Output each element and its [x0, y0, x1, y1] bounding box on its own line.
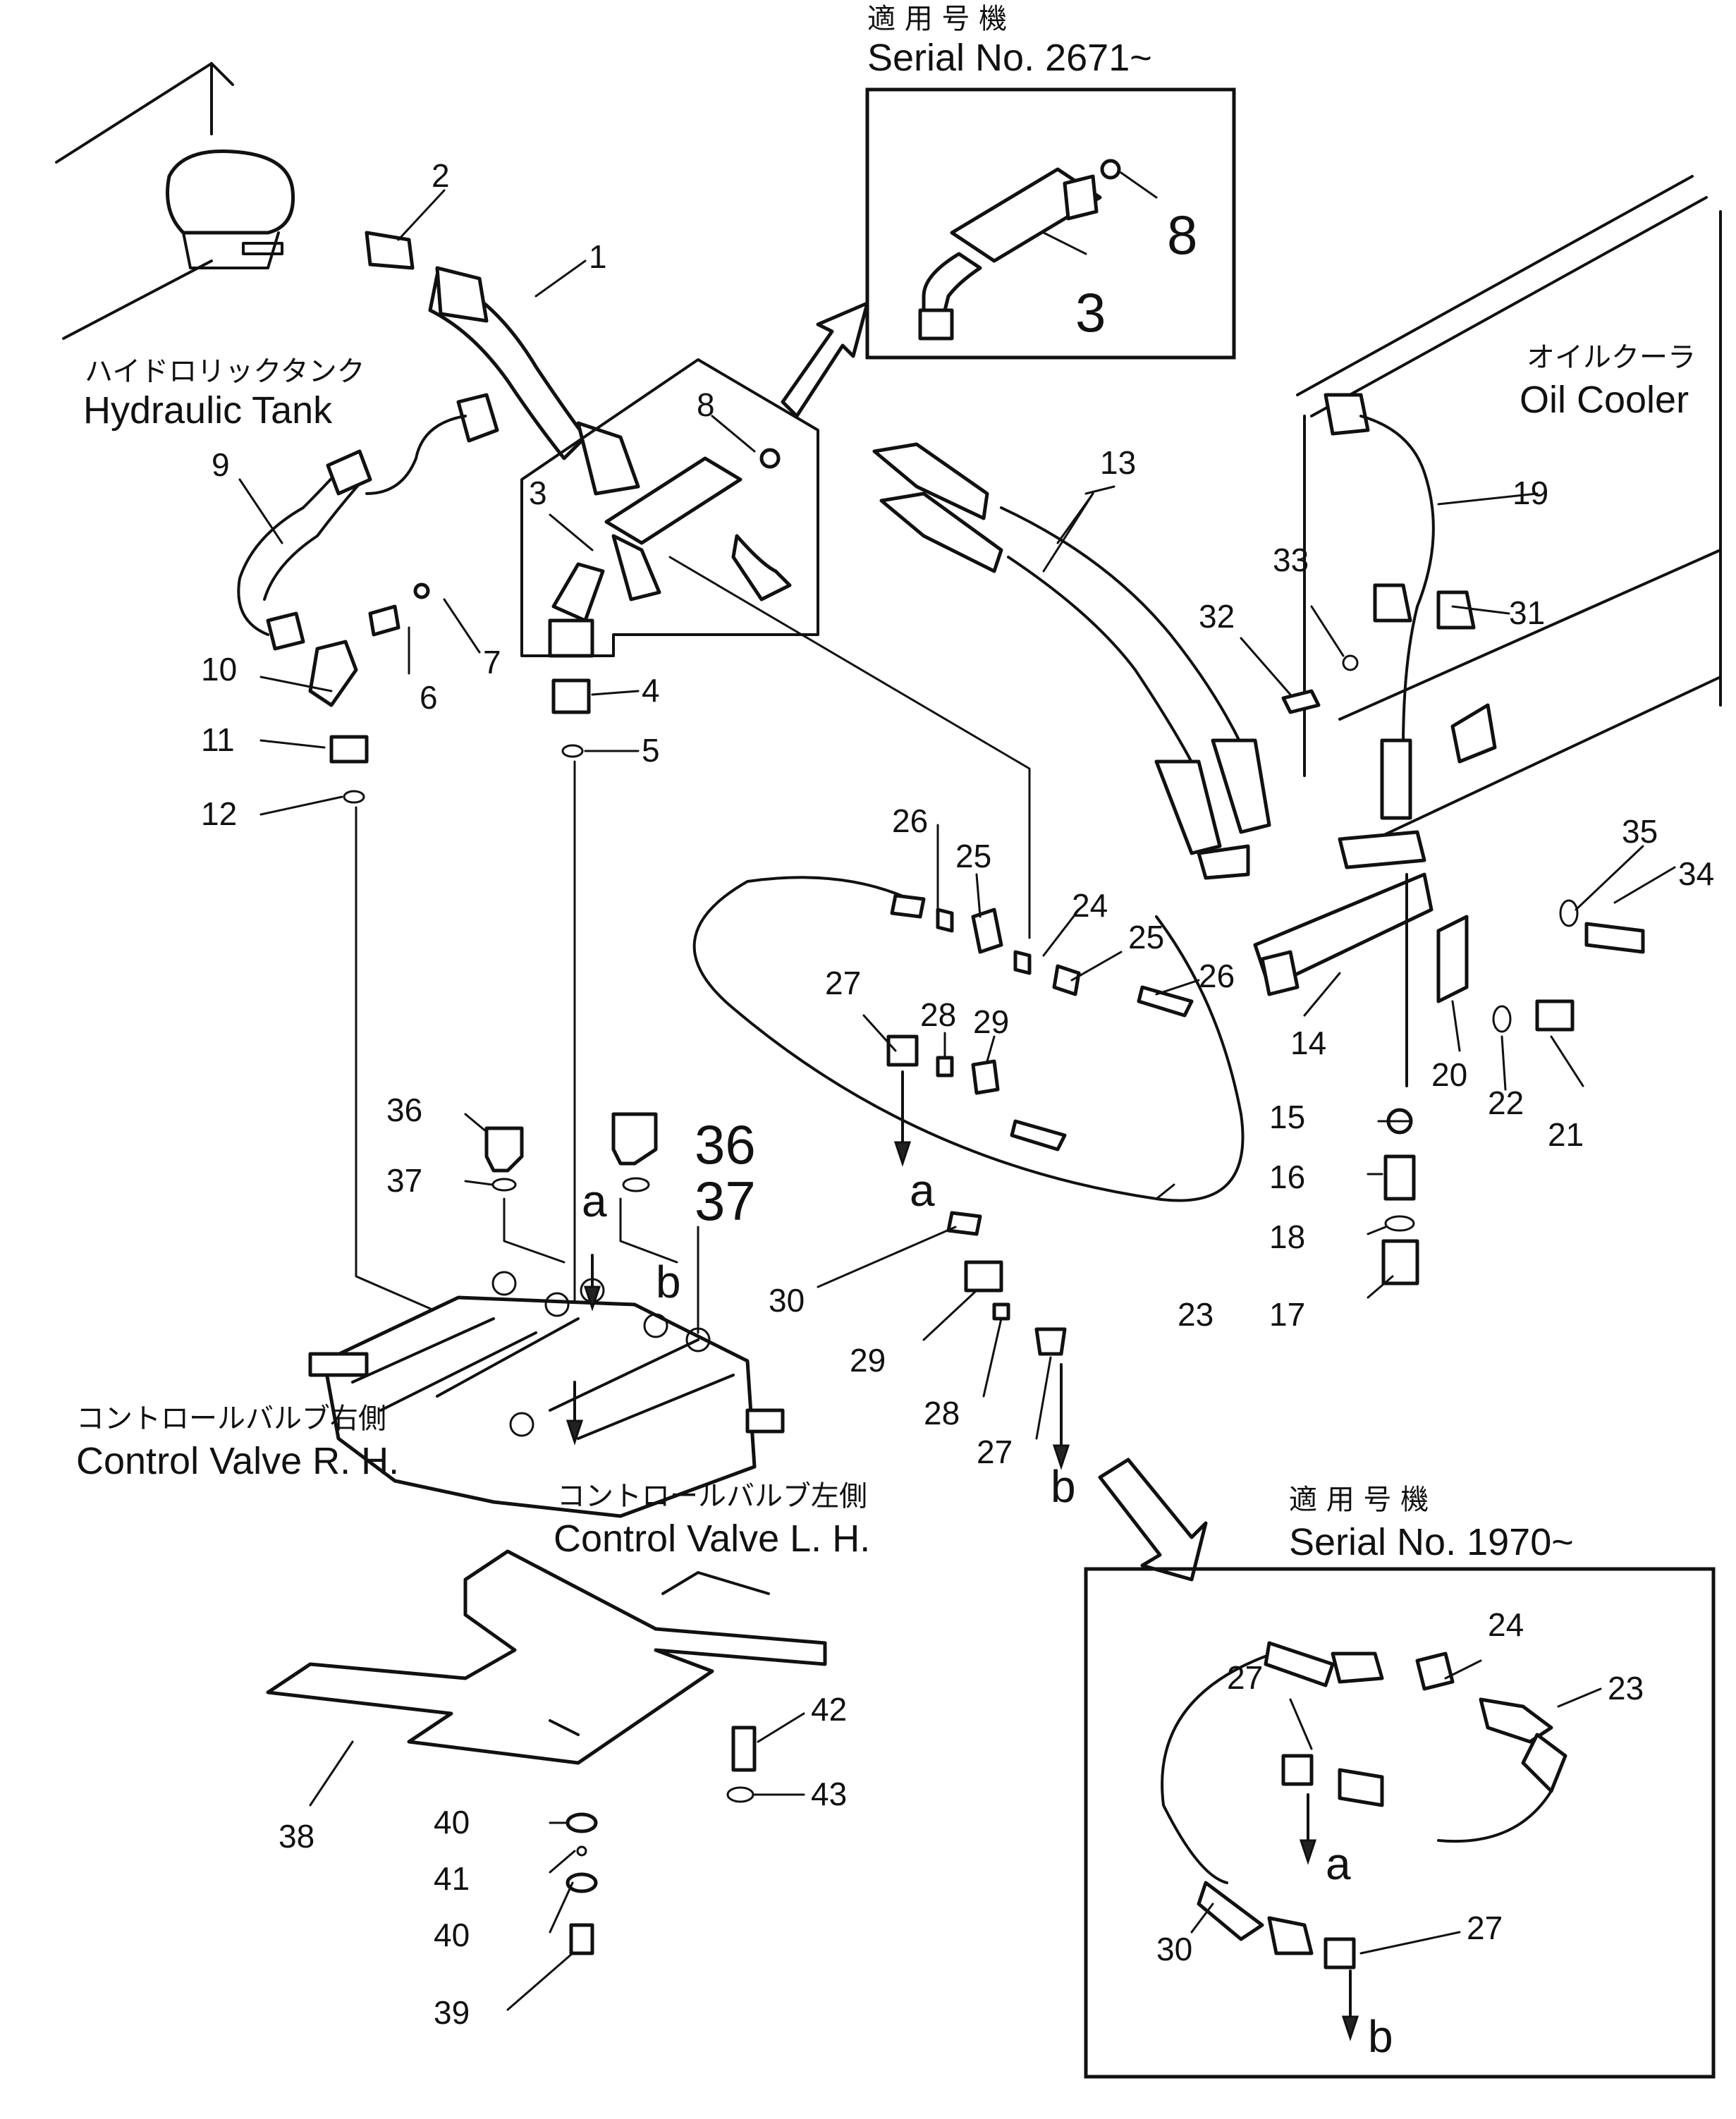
callout-25b: 25 — [1128, 919, 1164, 955]
ref-a-main: a — [910, 1165, 935, 1216]
callout-12: 12 — [201, 795, 237, 832]
arrow-top-inset — [781, 301, 869, 418]
inset-bottom-callout-30: 30 — [1156, 1931, 1192, 1967]
inset-top: 適 用 号 機 Serial No. 2671~ 8 3 — [865, 3, 1236, 360]
manifold-bracket — [520, 358, 819, 658]
callout-18: 18 — [1269, 1219, 1305, 1255]
callout-2: 2 — [432, 157, 450, 194]
callout-22: 22 — [1488, 1085, 1524, 1121]
inset-bottom-callout-27a: 27 — [1227, 1659, 1263, 1696]
callout-38: 38 — [279, 1818, 314, 1855]
callout-29a: 29 — [973, 1003, 1009, 1040]
control-valve-rh-label-jp: コントロールバルブ右側 — [76, 1403, 386, 1435]
callout-33: 33 — [1273, 542, 1309, 578]
callout-28a: 28 — [920, 996, 956, 1033]
callout-10: 10 — [201, 651, 237, 688]
callout-28b: 28 — [924, 1395, 960, 1431]
callout-16: 16 — [1269, 1159, 1305, 1195]
callout-23: 23 — [1178, 1296, 1214, 1333]
oil-cooler-label-jp: オイルクーラ — [1527, 341, 1696, 374]
callout-40b: 40 — [434, 1917, 470, 1953]
callout-43: 43 — [811, 1776, 847, 1812]
callout-26b: 26 — [1199, 958, 1235, 994]
callout-4: 4 — [642, 672, 660, 709]
callout-11: 11 — [201, 721, 235, 758]
callout-27a: 27 — [825, 965, 861, 1001]
callout-9: 9 — [212, 446, 230, 483]
callout-6: 6 — [420, 679, 438, 716]
inset-bottom: 適 用 号 機 Serial No. 1970~ 24 27 23 a 30 2… — [1084, 1484, 1716, 2079]
callout-15: 15 — [1269, 1099, 1305, 1135]
hydraulic-tank — [55, 62, 295, 340]
callout-36b: 36 — [695, 1113, 756, 1175]
callout-numbers: 1 2 3 4 5 6 7 8 9 10 11 12 13 14 15 16 1… — [201, 157, 1714, 2031]
inset-bottom-ref-a: a — [1326, 1838, 1351, 1889]
callout-13: 13 — [1100, 444, 1136, 481]
hose-1 — [365, 231, 640, 496]
callout-20: 20 — [1431, 1056, 1467, 1093]
callout-39: 39 — [434, 1994, 470, 2031]
callout-37a: 37 — [386, 1162, 422, 1199]
fittings-left — [329, 678, 591, 804]
callout-30: 30 — [769, 1282, 805, 1319]
callout-7: 7 — [483, 644, 501, 680]
reference-letters: a b a b — [582, 1165, 1076, 1512]
leader-lines — [355, 556, 1031, 1348]
callout-24: 24 — [1072, 887, 1108, 924]
control-valve-lh-label-jp: コントロールバルブ左側 — [557, 1480, 867, 1513]
inset-top-title: Serial No. 2671~ — [867, 37, 1152, 79]
callout-37b: 37 — [695, 1170, 756, 1232]
oil-cooler — [1296, 175, 1722, 869]
callout-21: 21 — [1548, 1116, 1584, 1153]
callout-25a: 25 — [955, 838, 991, 874]
relief-valve-14 — [1253, 872, 1434, 1286]
plugs-36-37 — [484, 1112, 658, 1192]
ref-a-valve: a — [582, 1175, 607, 1226]
hydraulic-tank-label: Hydraulic Tank — [83, 389, 333, 432]
hose-13 — [872, 442, 1271, 880]
arrow-bottom-inset — [1098, 1458, 1208, 1582]
callout-leaders — [238, 189, 1676, 2011]
inset-top-title-jp: 適 用 号 機 — [867, 3, 1007, 35]
control-valves — [308, 1197, 785, 1518]
hydraulic-tank-label-jp: ハイドロリックタンク — [85, 355, 365, 388]
gauge-line-23 — [692, 876, 1245, 1470]
control-valve-rh-label: Control Valve R. H. — [76, 1440, 399, 1482]
callout-26a: 26 — [892, 802, 928, 839]
pipe-9 — [237, 393, 499, 707]
inset-top-callout-3: 3 — [1075, 281, 1106, 343]
callout-34: 34 — [1678, 855, 1714, 892]
control-valve-lh-label: Control Valve L. H. — [554, 1518, 870, 1560]
callout-36a: 36 — [386, 1092, 422, 1128]
inset-top-callout-8: 8 — [1167, 204, 1197, 266]
inset-bottom-callout-27b: 27 — [1467, 1910, 1503, 1946]
mount-bracket-38 — [266, 1549, 827, 1955]
callout-32: 32 — [1199, 598, 1235, 635]
inset-bottom-callout-23: 23 — [1608, 1670, 1644, 1706]
callout-14: 14 — [1290, 1025, 1326, 1061]
callout-19: 19 — [1512, 475, 1548, 511]
inset-bottom-ref-b: b — [1368, 2011, 1393, 2062]
callout-5: 5 — [642, 732, 660, 769]
callout-3: 3 — [529, 475, 547, 511]
callout-8: 8 — [697, 386, 715, 423]
inset-bottom-title: Serial No. 1970~ — [1289, 1521, 1574, 1563]
inset-bottom-callout-24: 24 — [1488, 1606, 1524, 1643]
ref-b-main: b — [1051, 1461, 1076, 1512]
callout-42: 42 — [811, 1691, 847, 1728]
bolts-right — [1281, 654, 1645, 1033]
callout-40a: 40 — [434, 1804, 470, 1840]
callout-29b: 29 — [850, 1342, 886, 1379]
callout-31: 31 — [1509, 594, 1545, 631]
callout-1: 1 — [589, 238, 607, 275]
main-labels: ハイドロリックタンク Hydraulic Tank オイルクーラ Oil Coo… — [76, 341, 1696, 1560]
ref-b-valve: b — [656, 1257, 681, 1307]
oil-cooler-label: Oil Cooler — [1520, 379, 1689, 421]
callout-35: 35 — [1622, 813, 1658, 850]
callout-41: 41 — [434, 1860, 470, 1897]
callout-17: 17 — [1269, 1296, 1305, 1333]
inset-bottom-title-jp: 適 用 号 機 — [1289, 1484, 1429, 1516]
callout-27b: 27 — [977, 1434, 1013, 1470]
